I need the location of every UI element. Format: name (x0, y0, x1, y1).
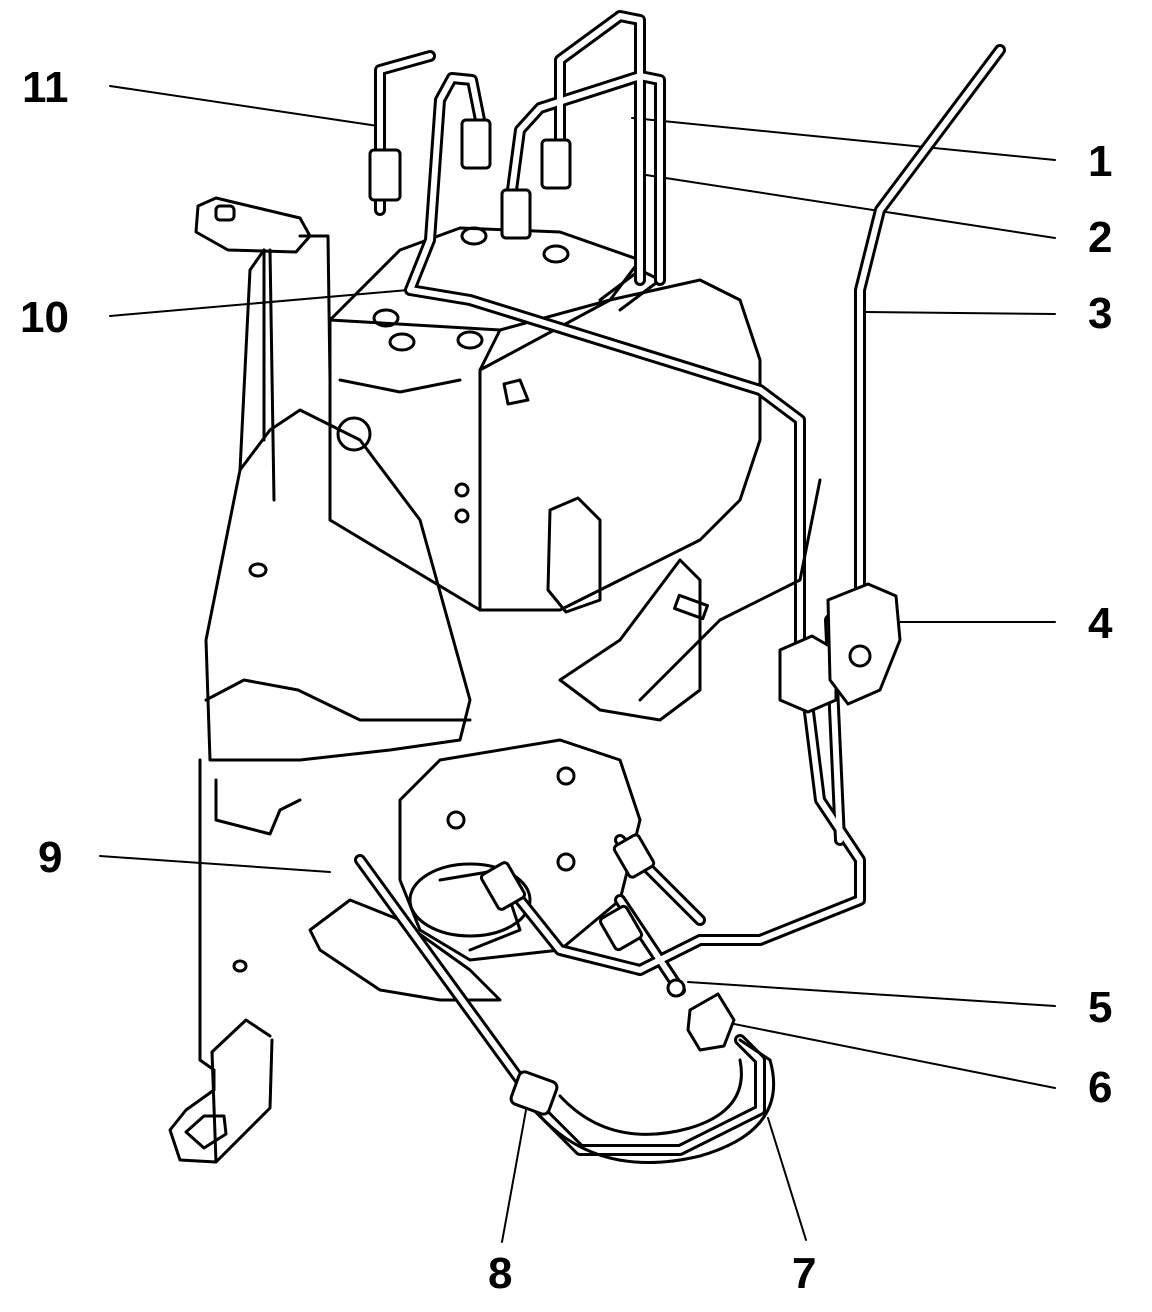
callout-5: 5 (1088, 983, 1113, 1032)
callout-6: 6 (1088, 1063, 1113, 1112)
callout-3: 3 (1088, 289, 1113, 338)
callout-2: 2 (1088, 213, 1113, 262)
leader-3 (865, 311, 1056, 315)
callout-7: 7 (792, 1249, 817, 1298)
callout-1: 1 (1088, 137, 1113, 186)
leader-9 (99, 855, 331, 873)
bleed-valve (666, 978, 736, 1052)
callout-10: 10 (20, 293, 69, 342)
leader-1 (631, 117, 1056, 161)
mounting-bracket (168, 196, 472, 1164)
callout-9: 9 (38, 833, 63, 882)
callout-4: 4 (1088, 599, 1113, 648)
leader-11 (109, 85, 379, 127)
union-fittings (368, 118, 656, 1116)
fluid-hose (538, 1038, 776, 1165)
leader-8 (501, 1109, 527, 1243)
callout-8: 8 (488, 1249, 513, 1298)
leader-6 (723, 1021, 1056, 1089)
hydraulic-block (328, 226, 762, 614)
rear-bracket (558, 478, 822, 722)
leader-5 (687, 981, 1056, 1007)
callout-11: 11 (22, 63, 69, 112)
leader-10 (109, 289, 409, 317)
leader-7 (767, 1117, 807, 1241)
pipe-clips (778, 582, 902, 714)
leader-lines (99, 85, 1056, 1243)
leader-2 (645, 174, 1056, 239)
